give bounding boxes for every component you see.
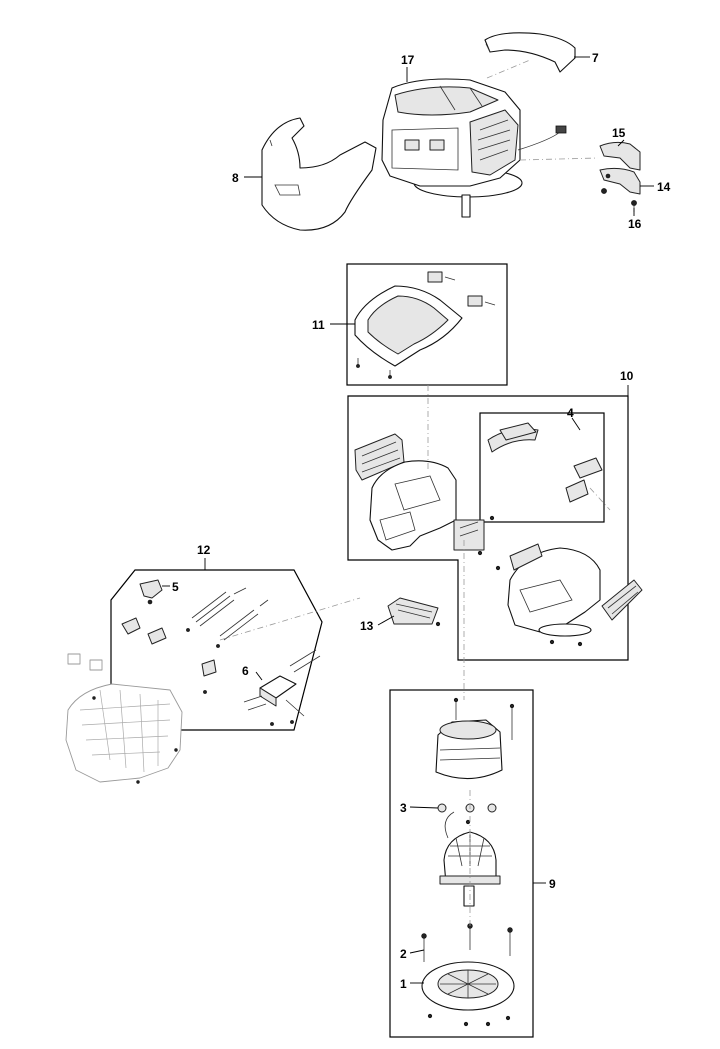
connector-block [387,597,441,627]
clip-upper [599,141,641,171]
upper-housing [381,78,567,218]
part-label: 11 [312,318,325,332]
group-frame-12 [110,569,323,731]
part-label: 6 [242,664,249,678]
cover-pads-set [487,422,603,503]
housing-right [495,543,643,647]
part-label: 5 [172,580,179,594]
group-frame-9 [389,689,534,1038]
base-bolt [421,923,513,962]
part-label: 17 [401,53,415,67]
mounting-nut [437,803,497,825]
housing-left [354,433,495,556]
chassis-ghost [65,653,183,784]
part-label: 7 [592,51,599,65]
part-label: 15 [612,126,626,140]
sensor-small [201,659,217,694]
top-panel [354,271,496,379]
part-label: 12 [197,543,211,557]
group-frame-11 [346,263,508,386]
wire-harness [186,587,269,648]
group-frame-4 [479,412,605,523]
part-label: 1 [400,977,407,991]
clip-lower [599,167,641,195]
clip-screw [601,188,637,212]
motor-housing [435,697,515,780]
part-label: 9 [549,877,556,891]
part-label: 3 [400,801,407,815]
part-label: 8 [232,171,239,185]
motor-base-plate [421,961,515,1027]
part-label: 2 [400,947,407,961]
part-label: 14 [657,180,671,194]
part-label: 16 [628,217,642,231]
sensor-cap [139,579,163,605]
sensor-left [121,617,167,645]
part-label: 10 [620,369,634,383]
top-cover [484,32,576,73]
part-label: 4 [567,406,574,420]
part-label: 13 [360,619,374,633]
front-bumper [261,117,377,231]
control-module [243,649,321,726]
